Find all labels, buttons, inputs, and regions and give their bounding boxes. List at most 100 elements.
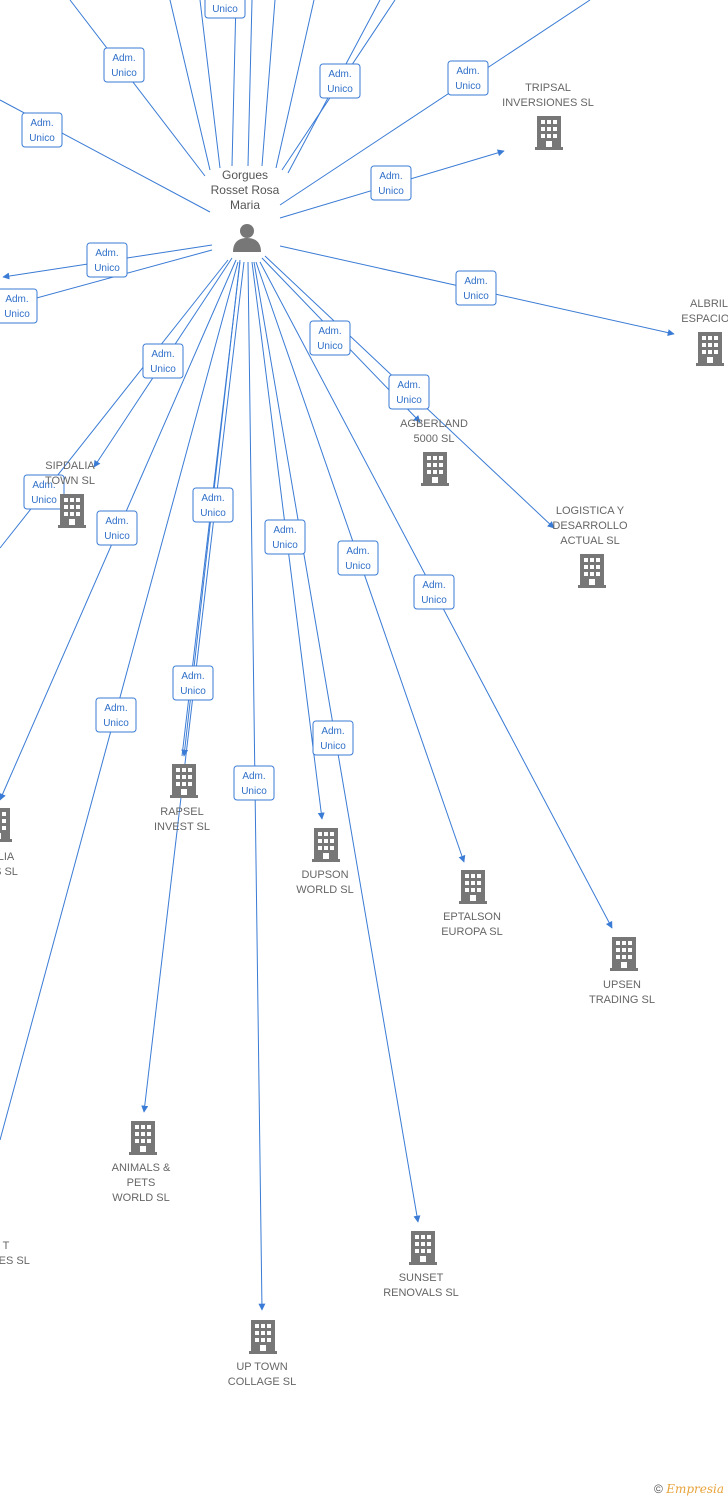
building-icon — [578, 554, 606, 588]
role-badge-text: Unico — [94, 263, 120, 274]
company-node-albril[interactable]: ALBRIL ESPACIOS — [681, 298, 728, 366]
brand-logo: Empresia — [666, 1482, 724, 1496]
role-badge[interactable]: Adm.Unico — [86, 242, 128, 278]
role-badge[interactable]: Adm.Unico — [21, 112, 63, 148]
role-badge-text: Adm. — [456, 66, 479, 77]
company-name-line: ALBRIL — [690, 298, 728, 310]
role-badge[interactable]: Adm.Unico — [447, 60, 489, 96]
role-badge[interactable]: Adm.Unico — [204, 0, 246, 19]
role-badge-text: Unico — [150, 364, 176, 375]
role-badge-text: Adm. — [5, 294, 28, 305]
company-name-line: EPTALSON — [443, 911, 501, 923]
role-badge[interactable]: Adm.Unico — [0, 288, 38, 324]
role-badge-text: Adm. — [104, 703, 127, 714]
company-name-line: INVEST SL — [154, 821, 210, 833]
company-name-line: RENOVALS SL — [383, 1287, 459, 1299]
role-badge-text: Adm. — [273, 525, 296, 536]
footer-credit: © Empresia — [654, 1482, 724, 1496]
role-badge-text: Unico — [320, 741, 346, 752]
building-icon — [409, 1231, 437, 1265]
role-badge-box — [319, 63, 361, 99]
role-badge-text: Unico — [111, 68, 137, 79]
role-badge-box — [95, 697, 137, 733]
role-badge-box — [142, 343, 184, 379]
role-badge[interactable]: Adm.Unico — [264, 519, 306, 555]
company-node-tripsal[interactable]: TRIPSAL INVERSIONES SL — [502, 82, 594, 150]
building-icon — [58, 494, 86, 528]
role-badge-text: Unico — [29, 133, 55, 144]
company-name-line: ESPACIOS — [681, 313, 728, 325]
role-badge[interactable]: Adm.Unico — [23, 474, 65, 510]
edge-line — [231, 0, 237, 167]
company-node-logistica[interactable]: LOGISTICA Y DESARROLLO ACTUAL SL — [552, 505, 628, 588]
role-badge[interactable]: Adm.Unico — [413, 574, 455, 610]
copyright-symbol: © — [654, 1482, 663, 1496]
role-badge-text: Adm. — [318, 326, 341, 337]
company-name-line: LOGISTICA Y — [556, 505, 625, 517]
role-badge-text: Unico — [104, 531, 130, 542]
role-badge[interactable]: Adm.Unico — [96, 510, 138, 546]
company-name-line: TRIPSAL — [525, 82, 571, 94]
role-badge[interactable]: Adm.Unico — [172, 665, 214, 701]
company-name-line: ONES SL — [0, 1255, 30, 1267]
role-badge-text: Adm. — [328, 69, 351, 80]
company-node-left2[interactable]: TONES SL — [0, 1200, 30, 1267]
company-node-sunset[interactable]: SUNSET RENOVALS SL — [383, 1231, 459, 1299]
company-name-line: SIPDALIA — [45, 460, 95, 472]
role-badge[interactable]: Adm.Unico — [233, 765, 275, 801]
edge-line — [279, 0, 591, 206]
role-badge[interactable]: Adm.Unico — [192, 487, 234, 523]
company-node-sipdalia[interactable]: SIPDALIA TOWN SL — [45, 460, 95, 528]
person-icon — [233, 224, 261, 252]
role-badge-box — [388, 374, 430, 410]
nodes-layer: TRIPSAL INVERSIONES SL ALBRIL ESPACIOS AGBER… — [0, 82, 728, 1388]
role-badge[interactable]: Adm.Unico — [455, 270, 497, 306]
role-badge-box — [447, 60, 489, 96]
company-name-line: SUNSET — [399, 1272, 444, 1284]
center-person-node[interactable]: Gorgues Rosset Rosa Maria — [211, 168, 280, 252]
edge-line — [261, 0, 276, 167]
role-badge-box — [233, 765, 275, 801]
role-badge-box — [192, 487, 234, 523]
role-badge[interactable]: Adm.Unico — [142, 343, 184, 379]
role-badge-box — [23, 474, 65, 510]
role-badge-box — [309, 320, 351, 356]
role-badge-box — [337, 540, 379, 576]
company-name-line: INVERSIONES SL — [502, 97, 594, 109]
role-badge[interactable]: Adm.Unico — [370, 165, 412, 201]
building-icon — [312, 828, 340, 862]
building-icon — [610, 937, 638, 971]
company-name-line: LIA — [0, 851, 15, 863]
role-badge[interactable]: Adm.Unico — [95, 697, 137, 733]
role-badge-box — [413, 574, 455, 610]
role-badge[interactable]: Adm.Unico — [337, 540, 379, 576]
company-name-line: TOWN SL — [45, 475, 95, 487]
building-icon — [459, 870, 487, 904]
building-icon — [421, 452, 449, 486]
role-badge-text: Unico — [378, 186, 404, 197]
role-badge-text: Unico — [180, 686, 206, 697]
role-badge-text: Adm. — [112, 53, 135, 64]
role-badge-text: Unico — [212, 4, 238, 15]
role-badge-text: Unico — [31, 495, 57, 506]
role-badge-text: Adm. — [242, 771, 265, 782]
person-name-line-3: Maria — [230, 198, 260, 212]
company-name-line: DESARROLLO — [552, 520, 628, 532]
role-badge[interactable]: Adm.Unico — [388, 374, 430, 410]
role-badge[interactable]: Adm.Unico — [312, 720, 354, 756]
role-badge[interactable]: Adm.Unico — [319, 63, 361, 99]
building-icon — [535, 116, 563, 150]
company-name-line: ACTUAL SL — [560, 535, 620, 547]
role-badge[interactable]: Adm. Unico — [103, 47, 145, 83]
company-name-line: WORLD SL — [296, 884, 353, 896]
role-badge[interactable]: Adm.Unico — [309, 320, 351, 356]
